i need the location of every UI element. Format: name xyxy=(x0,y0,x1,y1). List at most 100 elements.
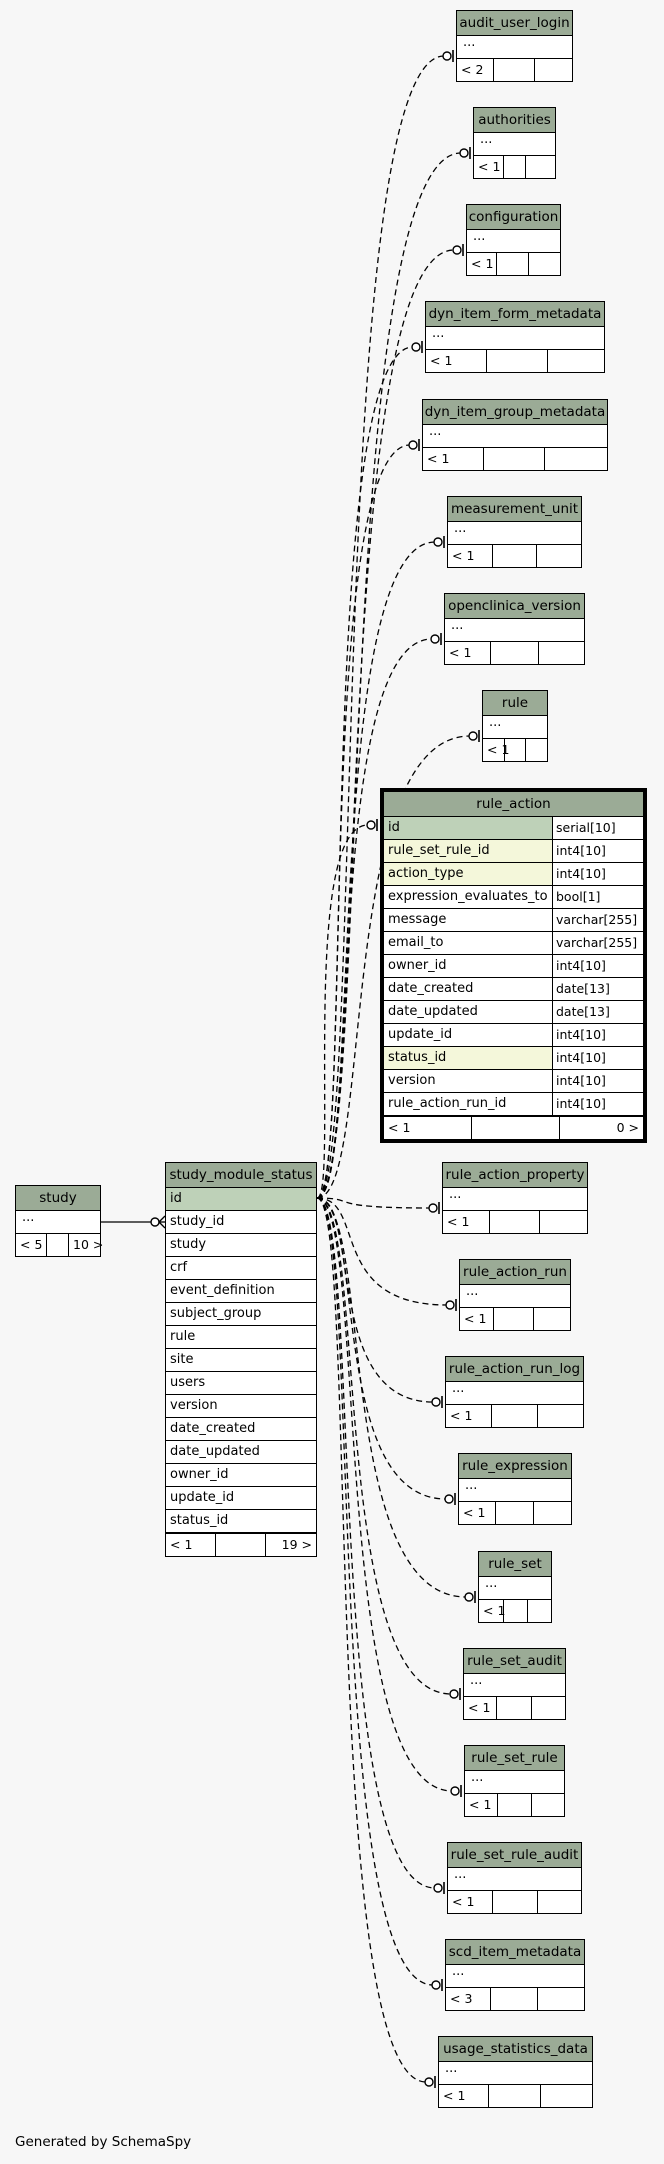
footer-cell: 19 > xyxy=(281,1537,312,1552)
column-row[interactable]: crf xyxy=(166,1257,316,1280)
table-title: dyn_item_form_metadata xyxy=(426,302,604,327)
table-title: rule_expression xyxy=(459,1454,571,1479)
footer-cell xyxy=(490,1211,540,1233)
table-rule[interactable]: rule...< 1 xyxy=(482,690,548,762)
column-row[interactable]: site xyxy=(166,1349,316,1372)
table-openclinica-version[interactable]: openclinica_version...< 1 xyxy=(444,593,585,665)
column-row[interactable]: date_updated xyxy=(166,1441,316,1464)
table-rule-set-audit[interactable]: rule_set_audit...< 1 xyxy=(463,1648,566,1720)
table-footer: < 1 xyxy=(467,253,560,275)
footer-cell: < 1 xyxy=(464,1697,498,1719)
columns-ellipsis: ... xyxy=(483,716,547,739)
footer-cell xyxy=(538,1891,581,1913)
footer-cell: < 1 xyxy=(423,448,485,470)
column-name: rule_set_rule_id xyxy=(384,840,552,862)
footer-cell xyxy=(538,1405,583,1427)
footer-cell xyxy=(529,253,560,275)
column-type: int4[10] xyxy=(552,1047,643,1069)
table-measurement-unit[interactable]: measurement_unit...< 1 xyxy=(447,496,582,568)
table-title: rule_action xyxy=(384,792,643,817)
footer-cell xyxy=(494,59,535,81)
table-audit-user-login[interactable]: audit_user_login...< 2 xyxy=(456,10,573,82)
column-row[interactable]: users xyxy=(166,1372,316,1395)
relationship-openclinica-version xyxy=(316,633,442,1199)
column-name: event_definition xyxy=(170,1283,275,1298)
footer-cell xyxy=(540,1211,587,1233)
table-rule-set-rule[interactable]: rule_set_rule...< 1 xyxy=(464,1745,565,1817)
footer-cell xyxy=(537,545,581,567)
footer-cell: < 1 xyxy=(443,1211,491,1233)
column-row[interactable]: subject_group xyxy=(166,1303,316,1326)
footer-cell: < 1 xyxy=(467,253,497,275)
relationship-rule-action xyxy=(316,819,378,1199)
table-footer: < 1 xyxy=(464,1697,565,1719)
column-row[interactable]: rule xyxy=(166,1326,316,1349)
table-usage-statistics-data[interactable]: usage_statistics_data...< 1 xyxy=(438,2036,593,2108)
relationship-study xyxy=(101,1215,166,1229)
table-footer: < 1 xyxy=(439,2085,592,2107)
table-rule-action-property[interactable]: rule_action_property...< 1 xyxy=(442,1162,588,1234)
columns-ellipsis: ... xyxy=(448,1868,581,1891)
column-row[interactable]: study_id xyxy=(166,1211,316,1234)
table-footer: < 1 xyxy=(483,739,547,761)
table-configuration[interactable]: configuration...< 1 xyxy=(466,204,561,276)
column-row[interactable]: owner_id xyxy=(166,1464,316,1487)
table-title: rule xyxy=(483,691,547,716)
table-rule-set[interactable]: rule_set...< 1 xyxy=(478,1551,552,1623)
columns-ellipsis: ... xyxy=(443,1188,587,1211)
columns-ellipsis: ... xyxy=(464,1674,565,1697)
columns-ellipsis: ... xyxy=(459,1479,571,1502)
column-name: update_id xyxy=(388,1027,453,1042)
footer-cell: < 1 xyxy=(426,350,488,372)
footer-cell xyxy=(534,1502,571,1524)
table-dyn-item-form-metadata[interactable]: dyn_item_form_metadata...< 1 xyxy=(425,301,605,373)
columns-ellipsis: ... xyxy=(16,1211,100,1234)
column-row[interactable]: version xyxy=(166,1395,316,1418)
footer-cell: < 1 xyxy=(166,1534,216,1556)
table-rule-action-run[interactable]: rule_action_run...< 1 xyxy=(459,1259,571,1331)
column-row[interactable]: status_id xyxy=(166,1510,316,1533)
table-rule-action-run-log[interactable]: rule_action_run_log...< 1 xyxy=(445,1356,584,1428)
column-name: users xyxy=(170,1375,206,1390)
column-row[interactable]: study xyxy=(166,1234,316,1257)
table-scd-item-metadata[interactable]: scd_item_metadata...< 3 xyxy=(445,1939,585,2011)
table-authorities[interactable]: authorities...< 1 xyxy=(473,107,556,179)
relationship-rule-set-audit xyxy=(316,1197,461,1700)
column-row[interactable]: date_created xyxy=(166,1418,316,1441)
footer-cell: < 1 xyxy=(448,1891,494,1913)
footer-cell xyxy=(489,2085,541,2107)
table-rule-expression[interactable]: rule_expression...< 1 xyxy=(458,1453,572,1525)
table-rule-set-rule-audit[interactable]: rule_set_rule_audit...< 1 xyxy=(447,1842,582,1914)
footer-cell: < 5 xyxy=(16,1234,47,1256)
column-row[interactable]: update_id xyxy=(166,1487,316,1510)
columns-ellipsis: ... xyxy=(439,2062,592,2085)
column-row[interactable]: id xyxy=(166,1188,316,1211)
table-title: rule_set xyxy=(479,1552,551,1577)
footer-cell xyxy=(498,1794,532,1816)
table-dyn-item-group-metadata[interactable]: dyn_item_group_metadata...< 1 xyxy=(422,399,608,471)
footer-cell xyxy=(496,1502,534,1524)
column-row[interactable]: event_definition xyxy=(166,1280,316,1303)
footer-cell xyxy=(532,1794,564,1816)
column-type: varchar[255] xyxy=(552,932,643,954)
footer-cell: < 1 xyxy=(474,156,504,178)
table-footer: < 1 xyxy=(460,1308,570,1330)
